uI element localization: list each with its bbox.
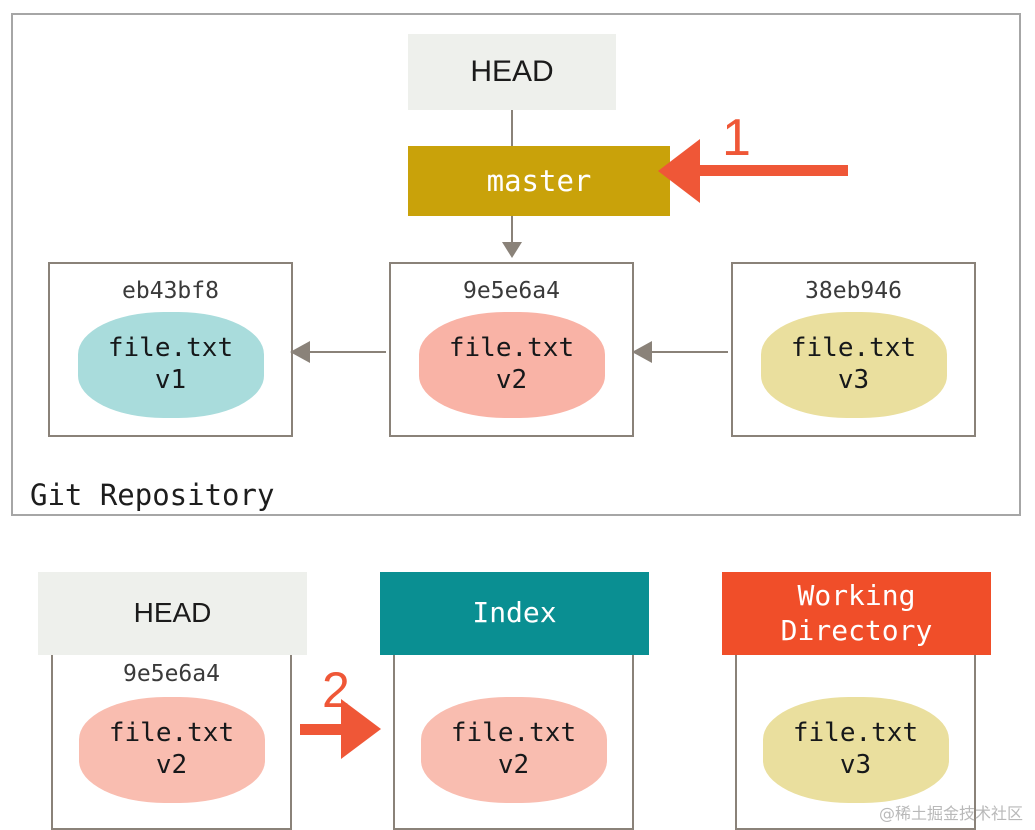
file-blob: file.txt v3 <box>760 312 947 418</box>
commit-link-2-to-1-arrowhead <box>290 341 310 363</box>
commit-hash: eb43bf8 <box>122 278 219 304</box>
file-version: v2 <box>497 750 530 780</box>
area-hash: 9e5e6a4 <box>123 661 220 687</box>
commit-hash: 9e5e6a4 <box>463 278 560 304</box>
file-version: v3 <box>837 365 870 395</box>
callout-1-shaft <box>700 165 848 176</box>
file-version: v1 <box>154 365 187 395</box>
repo-head-chip: HEAD <box>408 34 616 110</box>
area-header-label-line2: Directory <box>780 613 933 647</box>
file-name: file.txt <box>108 718 235 749</box>
repo-master-chip: master <box>408 146 670 216</box>
repo-head-label: HEAD <box>470 55 554 88</box>
file-blob: file.txt v3 <box>762 697 949 803</box>
file-version: v3 <box>839 750 872 780</box>
area-header-label: HEAD <box>133 597 212 629</box>
file-blob: file.txt v2 <box>78 697 265 803</box>
file-name: file.txt <box>107 333 234 364</box>
file-blob: file.txt v2 <box>418 312 605 418</box>
commit-box-9e5e6a4: 9e5e6a4 file.txt v2 <box>389 262 634 437</box>
commit-link-3-to-2-arrowhead <box>632 341 652 363</box>
callout-2-shaft <box>300 724 352 735</box>
file-blob: file.txt v2 <box>420 697 607 803</box>
file-version: v2 <box>495 365 528 395</box>
repo-master-label: master <box>486 164 592 198</box>
file-name: file.txt <box>790 333 917 364</box>
area-body-head: 9e5e6a4 file.txt v2 <box>51 655 292 830</box>
area-header-label-line1: Working <box>797 579 916 613</box>
area-header-head: HEAD <box>38 572 307 655</box>
watermark: @稀土掘金技术社区 <box>878 804 1023 823</box>
git-repository-label: Git Repository <box>30 478 275 512</box>
commit-hash: 38eb946 <box>805 278 902 304</box>
file-name: file.txt <box>450 718 577 749</box>
area-header-label: Index <box>472 596 557 630</box>
area-body-working-directory: file.txt v3 <box>735 655 976 830</box>
callout-1-number: 1 <box>722 109 751 167</box>
head-to-master-line <box>511 110 513 146</box>
file-name: file.txt <box>792 718 919 749</box>
area-body-index: file.txt v2 <box>393 655 634 830</box>
callout-2-arrowhead <box>341 699 381 759</box>
file-blob: file.txt v1 <box>77 312 264 418</box>
commit-link-2-to-1 <box>308 351 386 353</box>
file-version: v2 <box>155 750 188 780</box>
file-name: file.txt <box>448 333 575 364</box>
commit-link-3-to-2 <box>650 351 728 353</box>
area-header-index: Index <box>380 572 649 655</box>
commit-box-38eb946: 38eb946 file.txt v3 <box>731 262 976 437</box>
commit-box-eb43bf8: eb43bf8 file.txt v1 <box>48 262 293 437</box>
master-to-commit-line <box>511 216 513 246</box>
area-header-working-directory: Working Directory <box>722 572 991 655</box>
master-to-commit-arrowhead <box>502 242 522 258</box>
callout-2-number: 2 <box>322 662 350 718</box>
callout-1-arrowhead <box>658 139 700 203</box>
